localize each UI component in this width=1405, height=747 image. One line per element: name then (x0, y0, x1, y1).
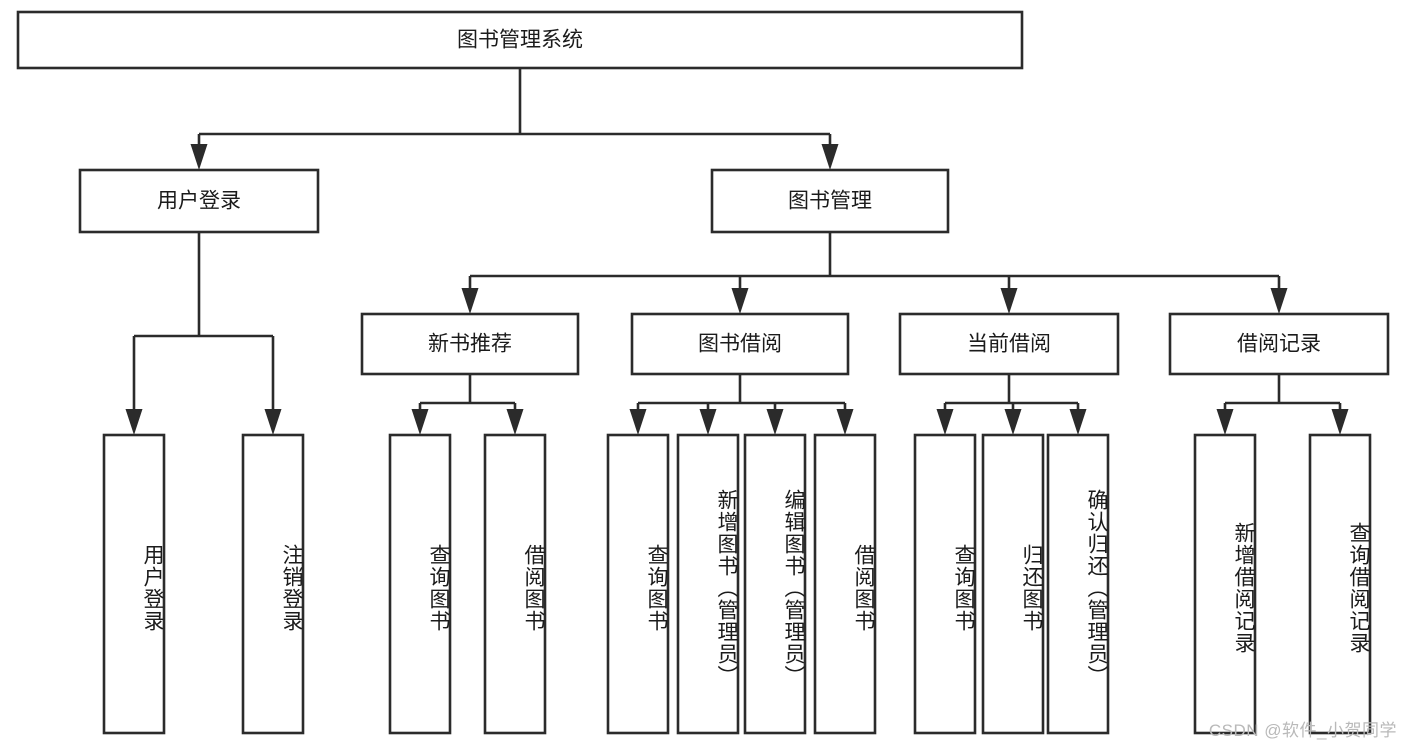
node-box (898, 312, 1120, 376)
leaf-node-box (743, 433, 807, 735)
leaf-node-box (676, 433, 740, 735)
connector-layer (125, 68, 1349, 435)
node-box-layer (16, 10, 1390, 735)
node-label: 图书管理系统 (457, 29, 583, 52)
leaf-node-box (1046, 433, 1110, 735)
node-box (710, 168, 950, 234)
leaf-node-box (913, 433, 977, 735)
leaf-node-box (981, 433, 1045, 735)
arrow-head-icon (1270, 288, 1288, 314)
watermark-text: CSDN @软件_小贺同学 (1208, 721, 1397, 740)
leaf-node-box (1308, 433, 1372, 735)
arrow-head-icon (821, 144, 839, 170)
node-box (78, 168, 320, 234)
arrow-head-icon (1216, 409, 1234, 435)
arrow-head-icon (731, 288, 749, 314)
arrow-head-icon (936, 409, 954, 435)
arrow-head-icon (461, 288, 479, 314)
node-box (1168, 312, 1390, 376)
node-label: 新书推荐 (428, 333, 512, 356)
arrow-head-icon (1004, 409, 1022, 435)
arrow-head-icon (1000, 288, 1018, 314)
leaf-node-box (388, 433, 452, 735)
node-label: 图书管理 (788, 190, 872, 213)
arrow-head-icon (506, 409, 524, 435)
arrow-head-icon (411, 409, 429, 435)
node-box (630, 312, 850, 376)
arrow-head-icon (836, 409, 854, 435)
leaf-node-box (1193, 433, 1257, 735)
arrow-head-icon (766, 409, 784, 435)
leaf-node-box (483, 433, 547, 735)
node-label: 当前借阅 (967, 333, 1051, 356)
arrow-head-icon (1331, 409, 1349, 435)
arrow-head-icon (264, 409, 282, 435)
arrow-head-icon (190, 144, 208, 170)
node-label: 图书借阅 (698, 333, 782, 356)
arrow-head-icon (1069, 409, 1087, 435)
arrow-head-icon (629, 409, 647, 435)
node-box (360, 312, 580, 376)
leaf-node-box (813, 433, 877, 735)
node-label: 借阅记录 (1237, 333, 1321, 356)
arrow-head-icon (699, 409, 717, 435)
leaf-node-box (102, 433, 166, 735)
node-box (16, 10, 1024, 70)
arrow-head-icon (125, 409, 143, 435)
leaf-node-box (241, 433, 305, 735)
leaf-node-box (606, 433, 670, 735)
node-label: 用户登录 (157, 190, 241, 213)
